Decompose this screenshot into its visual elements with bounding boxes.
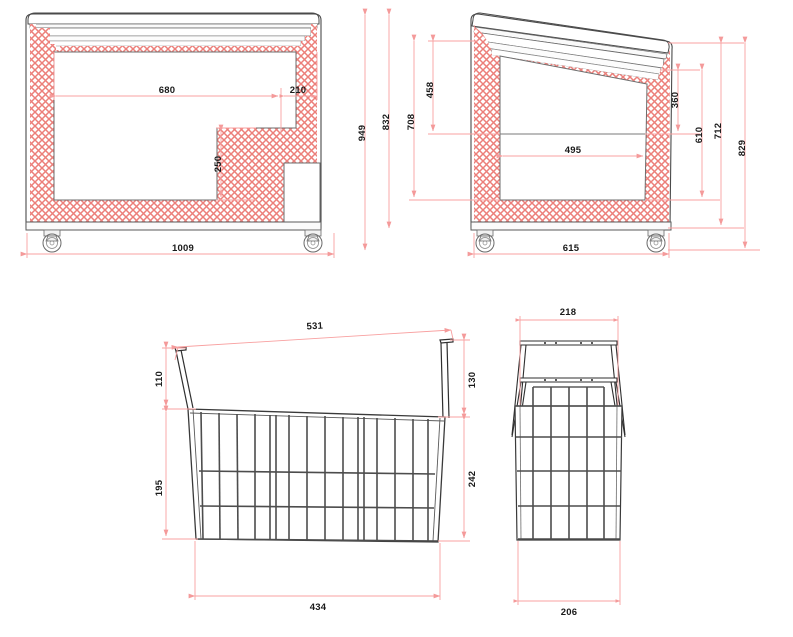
basket-end-mesh (516, 387, 622, 540)
front-dimensions (20, 8, 392, 258)
dim-label-195: 195 (154, 479, 165, 496)
dim-360 (645, 63, 700, 135)
dim-label-110: 110 (154, 371, 165, 387)
view-basket-side: 531 110 130 195 242 434 (154, 320, 478, 613)
dim-242 (438, 413, 470, 542)
dim-label-206: 206 (561, 607, 577, 618)
front-lid-assembly (27, 12, 320, 47)
dim-label-434: 434 (310, 602, 327, 613)
basket-side-horizontal-wires (195, 470, 439, 542)
front-cabinet-shell (25, 13, 322, 229)
dim-206 (513, 541, 621, 605)
basket-side-body (187, 408, 446, 543)
dim-label-610: 610 (694, 127, 705, 143)
dim-1009 (20, 233, 335, 258)
dim-label-242: 242 (467, 471, 478, 487)
side-caster-left (475, 229, 495, 253)
dim-label-130: 130 (467, 372, 478, 388)
dim-712 (668, 36, 744, 229)
view-side-elevation: 458 708 495 615 360 610 712 829 (406, 12, 760, 258)
basket-side-vertical-wires (200, 411, 429, 541)
dim-label-829: 829 (737, 140, 748, 156)
side-cabinet-shell (470, 13, 673, 229)
basket-side-handle-left (174, 346, 194, 410)
side-dimensions (409, 34, 760, 258)
dim-label-708: 708 (406, 114, 417, 130)
dim-label-458: 458 (425, 82, 436, 98)
dim-label-360: 360 (670, 92, 681, 108)
dim-210 (279, 52, 318, 100)
side-caster-right (646, 229, 666, 253)
dim-195 (162, 405, 198, 540)
dim-531 (171, 328, 454, 361)
side-base-plinth (470, 221, 672, 231)
basket-side-handle-right (439, 338, 454, 420)
dim-label-712: 712 (713, 123, 724, 139)
dim-250 (216, 124, 256, 201)
front-base-plinth (25, 221, 322, 231)
dim-218 (515, 316, 619, 405)
dim-label-615: 615 (563, 243, 580, 254)
dim-829 (668, 36, 760, 251)
dim-label-680: 680 (159, 85, 175, 96)
front-caster-left (42, 229, 62, 253)
dim-label-949: 949 (357, 125, 368, 141)
dim-label-495: 495 (565, 145, 582, 156)
basket-side-dimensions (162, 328, 470, 600)
dim-label-210: 210 (290, 85, 306, 96)
view-basket-end: 218 206 (511, 307, 626, 618)
front-caster-right (303, 229, 323, 253)
dim-610 (645, 63, 720, 201)
view-front-elevation: 680 210 250 1009 949 832 (20, 8, 392, 258)
side-lid-assembly (471, 12, 670, 81)
dim-label-218: 218 (560, 307, 576, 318)
dim-434 (188, 541, 441, 600)
dim-label-1009: 1009 (172, 243, 194, 254)
front-compressor-compartment (283, 162, 321, 223)
dim-label-250: 250 (213, 156, 224, 172)
dim-708 (409, 34, 500, 201)
basket-end-dimensions (513, 316, 621, 605)
dim-label-832: 832 (381, 114, 392, 130)
dim-615 (467, 233, 670, 258)
dim-458 (428, 34, 500, 135)
dim-label-531: 531 (306, 320, 324, 332)
